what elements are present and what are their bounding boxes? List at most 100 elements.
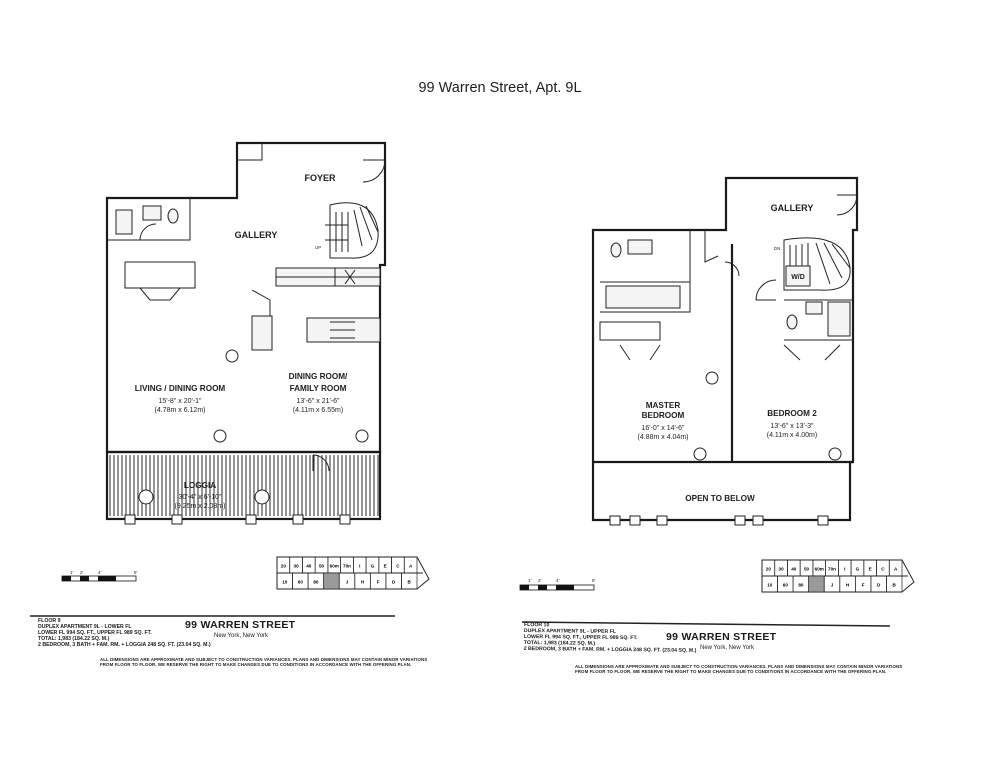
upper-master-bath <box>599 230 719 361</box>
lower-floor-plan: FOYER GALLERY UP LIVING / DINING ROOM 15… <box>30 141 430 617</box>
lower-keyplan-top-label: G <box>371 564 375 569</box>
lower-floor-number: FLOOR 9 <box>38 618 61 624</box>
lower-dining-dim-ft: 13'-6" x 21'-6" <box>296 398 340 405</box>
lower-foyer-label: FOYER <box>304 173 336 183</box>
lower-dining-dim-m: (4.11m x 6.55m) <box>293 407 343 414</box>
upper-keyplan-bottom-cell <box>808 575 825 593</box>
lower-scale-bar: 1' 2' 4' 8' <box>61 570 138 582</box>
upper-keyplan-top-label: 20 <box>766 567 772 572</box>
upper-building-name: 99 WARREN STREET <box>666 631 777 643</box>
upper-keyplan-top-label: G <box>856 567 860 572</box>
upper-master-dim-m: (4.88m x 4.04m) <box>638 434 689 441</box>
lower-living-label: LIVING / DINING ROOM <box>135 384 226 393</box>
upper-keyplan-top-label: 70n <box>828 567 836 572</box>
lower-keyplan-top-label: 50 <box>319 564 325 569</box>
lower-building-name: 99 WARREN STREET <box>185 619 296 631</box>
lower-apt-label: DUPLEX APARTMENT 9L - LOWER FL <box>38 623 132 630</box>
lower-up-label: UP <box>315 245 321 250</box>
lower-loggia-label: LOGGIA <box>184 481 216 490</box>
upper-keyplan-bottom-label: J <box>831 583 834 588</box>
upper-keyplan-top-label: E <box>869 567 872 572</box>
upper-keyplan-top-label: C <box>881 567 885 572</box>
svg-text:4': 4' <box>556 578 560 583</box>
upper-bath-2 <box>783 299 853 361</box>
upper-bed2-dim-m: (4.11m x 4.00m) <box>767 432 817 439</box>
lower-legal-1: ALL DIMENSIONS ARE APPROXIMATE AND SUBJE… <box>100 657 428 662</box>
lower-keyplan-top-label: 30 <box>294 564 300 569</box>
upper-keyplan-bottom-label: 60 <box>783 583 789 588</box>
lower-city: New York, New York <box>214 633 269 639</box>
lower-gallery-label: GALLERY <box>235 230 278 240</box>
upper-key-plan: 20 30 40 50 60m 70n I G E C A 10 60 80 J H F D B <box>761 559 915 593</box>
page-title: 99 Warren Street, Apt. 9L <box>418 80 581 96</box>
svg-text:8': 8' <box>134 570 138 575</box>
upper-scale-bar: 1' 2' 4' 8' <box>519 578 596 591</box>
upper-keyplan-top-label: 30 <box>779 567 785 572</box>
lower-dining-label-2: FAMILY ROOM <box>290 384 347 393</box>
lower-legal-2: FROM FLOOR TO FLOOR. WE RESERVE THE RIGH… <box>100 662 412 667</box>
lower-stair <box>325 202 379 259</box>
lower-keyplan-bottom-label: F <box>377 580 380 585</box>
upper-master-label-1: MASTER <box>646 401 681 410</box>
upper-keyplan-top-label: I <box>844 567 845 572</box>
lower-info-block: FLOOR 9 DUPLEX APARTMENT 9L - LOWER FL L… <box>38 618 211 649</box>
upper-floor-plan: GALLERY DN W/D MASTER BEDROOM 16'-0" x 1… <box>519 176 915 627</box>
svg-text:1': 1' <box>70 570 74 575</box>
upper-keyplan-bottom-label: D <box>877 583 881 588</box>
svg-text:2': 2' <box>538 578 542 583</box>
upper-keyplan-top-label: 50 <box>804 567 810 572</box>
upper-bed2-label: BEDROOM 2 <box>767 409 817 418</box>
lower-keyplan-top-label: E <box>384 564 387 569</box>
upper-keyplan-top-label: 40 <box>791 567 797 572</box>
lower-outer-wall <box>105 141 387 454</box>
lower-keyplan-bottom-label: 60 <box>298 580 304 585</box>
upper-keyplan-top-label: 60m <box>815 567 824 572</box>
lower-powder-room <box>107 198 191 241</box>
upper-master-label-2: BEDROOM <box>642 411 685 420</box>
svg-text:8': 8' <box>592 578 596 583</box>
lower-keyplan-bottom-cell <box>401 572 418 590</box>
upper-master-dim-ft: 16'-0" x 14'-6" <box>641 425 685 432</box>
lower-living-dim-ft: 15'-8" x 20'-1" <box>158 398 202 405</box>
upper-gallery-label: GALLERY <box>771 203 814 213</box>
upper-open-to-below <box>609 515 829 526</box>
lower-loggia <box>105 450 382 525</box>
lower-area-label: LOWER FL 994 SQ. FT., UPPER FL 989 SQ. F… <box>38 629 152 636</box>
lower-keyplan-top-label: 60m <box>330 564 339 569</box>
upper-bed2-dim-ft: 13'-6" x 13'-3" <box>770 423 814 430</box>
lower-dining-label-1: DINING ROOM/ <box>289 372 348 381</box>
svg-text:2': 2' <box>80 570 84 575</box>
upper-keyplan-bottom-label: H <box>846 583 850 588</box>
upper-keyplan-bottom-label: F <box>862 583 865 588</box>
upper-dn-label: DN <box>774 246 781 251</box>
lower-keyplan-top-label: 70n <box>343 564 351 569</box>
upper-keyplan-top-label: A <box>894 567 898 572</box>
lower-keyplan-bottom-label: B <box>408 580 412 585</box>
lower-keyplan-top-label: I <box>359 564 360 569</box>
lower-keyplan-top-label: C <box>396 564 400 569</box>
upper-outer-wall <box>591 176 859 522</box>
lower-kitchen <box>251 267 381 351</box>
lower-keyplan-bottom-label: J <box>346 580 349 585</box>
lower-keyplan-bottom-label: H <box>361 580 365 585</box>
upper-city: New York, New York <box>700 645 755 651</box>
lower-keyplan-top-label: 20 <box>281 564 287 569</box>
lower-keyplan-bottom-label: D <box>392 580 396 585</box>
svg-text:1': 1' <box>528 578 532 583</box>
upper-keyplan-bottom-label: B <box>893 583 897 588</box>
lower-keyplan-top-label: A <box>409 564 413 569</box>
lower-keyplan-bottom-label: 80 <box>313 580 319 585</box>
upper-keyplan-bottom-cell <box>886 575 903 593</box>
lower-keyplan-bottom-cell <box>323 572 340 590</box>
lower-total-label: TOTAL: 1,983 (184.22 SQ. M.) <box>38 635 110 642</box>
svg-text:4': 4' <box>98 570 102 575</box>
upper-keyplan-bottom-label: 80 <box>798 583 804 588</box>
lower-keyplan-top-label: 40 <box>306 564 312 569</box>
lower-loggia-dim-m: (9.25m x 2.08m) <box>175 503 226 510</box>
upper-legal-2: FROM FLOOR TO FLOOR. WE RESERVE THE RIGH… <box>575 669 887 674</box>
lower-living-dim-m: (4.78m x 6.12m) <box>155 407 206 414</box>
upper-open-label: OPEN TO BELOW <box>685 494 755 503</box>
upper-keyplan-bottom-label: 10 <box>767 583 773 588</box>
